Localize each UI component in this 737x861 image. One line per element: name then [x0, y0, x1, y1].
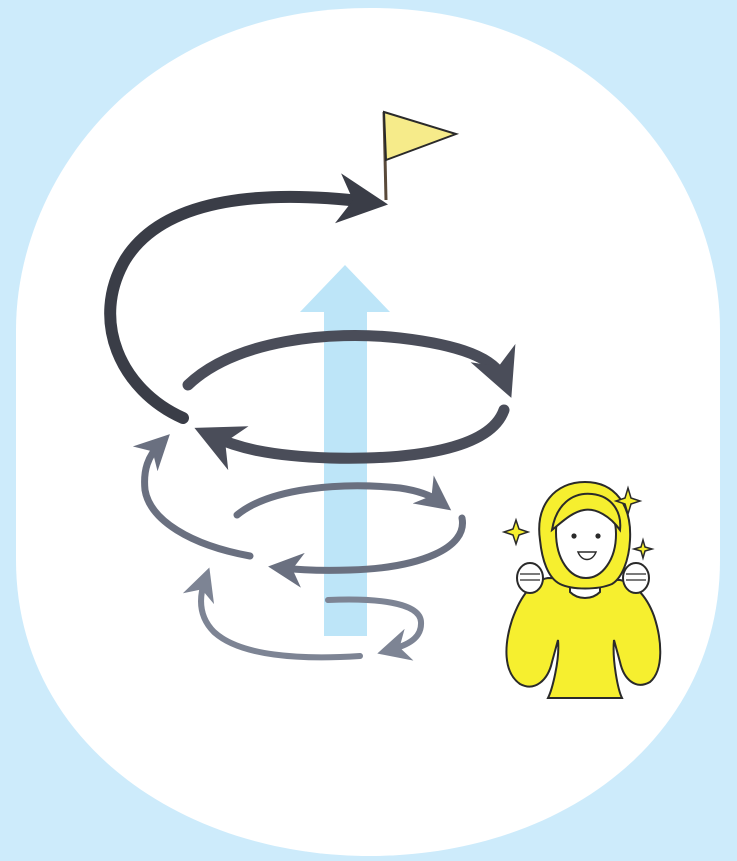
white-rounded-panel — [16, 8, 720, 856]
